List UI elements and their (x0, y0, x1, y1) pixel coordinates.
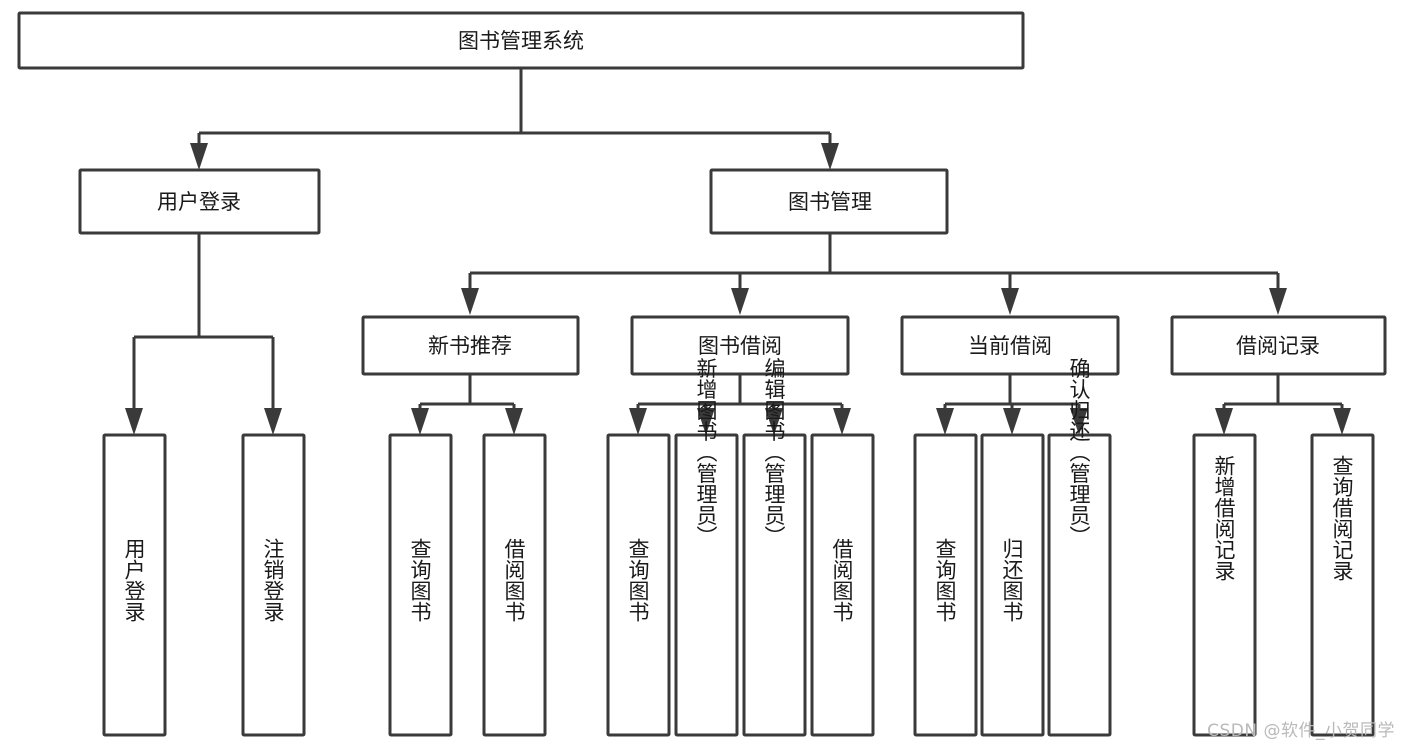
arrow-head-recommend-leaf-1 (411, 408, 429, 435)
leaf-current-confirm-return[interactable]: 确认归还（管理员） (1047, 358, 1112, 737)
node-borrow-records[interactable]: 借阅记录 (1170, 315, 1387, 376)
node-book-borrow-label: 图书借阅 (698, 334, 782, 358)
leaf-records-query-record[interactable]: 查询借阅记录 (1310, 433, 1375, 737)
leaf-records-add-record-label: 新增借阅记录 (1212, 455, 1236, 581)
arrow-head-records-leaf-2 (1333, 408, 1351, 435)
arrow-head-borrow-leaf-2 (697, 408, 715, 435)
leaf-current-query-book[interactable]: 查询图书 (913, 433, 978, 737)
node-book-management[interactable]: 图书管理 (709, 168, 949, 235)
leaf-borrow-edit-book[interactable]: 编辑图书（管理员） (742, 358, 807, 737)
leaf-recommend-borrow-book[interactable]: 借阅图书 (482, 433, 547, 737)
node-user-login[interactable]: 用户登录 (78, 168, 321, 235)
leaf-current-query-book-label: 查询图书 (933, 538, 957, 622)
arrow-head-leaf-logout (264, 408, 282, 435)
node-new-book-recommend-label: 新书推荐 (428, 334, 512, 358)
leaf-records-add-record[interactable]: 新增借阅记录 (1192, 433, 1257, 737)
arrow-head-user-login (190, 143, 208, 170)
node-root-book-management-system[interactable]: 图书管理系统 (17, 11, 1025, 70)
leaf-recommend-borrow-book-label: 借阅图书 (502, 538, 526, 622)
arrow-head-borrow-leaf-3 (765, 408, 783, 435)
arrow-head-current-borrow (1001, 288, 1019, 315)
csdn-watermark: CSDN @软件_小贺同学 (1207, 721, 1395, 741)
leaf-current-confirm-return-label: 确认归还（管理员） (1067, 358, 1091, 547)
leaf-borrow-query-book[interactable]: 查询图书 (606, 433, 671, 737)
node-book-management-label: 图书管理 (788, 190, 872, 214)
leaf-borrow-add-book[interactable]: 新增图书（管理员） (674, 358, 739, 737)
leaf-user-login-login-label: 用户登录 (122, 538, 146, 622)
leaf-user-login-logout[interactable]: 注销登录 (241, 433, 306, 737)
node-borrow-records-label: 借阅记录 (1236, 334, 1320, 358)
node-root-label: 图书管理系统 (458, 29, 584, 53)
leaf-recommend-query-book-label: 查询图书 (408, 538, 432, 622)
arrow-head-current-leaf-3 (1070, 408, 1088, 435)
arrow-head-records-leaf-1 (1215, 408, 1233, 435)
node-user-login-label: 用户登录 (157, 190, 241, 214)
arrow-head-book-manage (821, 143, 839, 170)
arrow-head-current-leaf-2 (1003, 408, 1021, 435)
leaf-current-return-book[interactable]: 归还图书 (980, 433, 1045, 737)
node-current-borrow[interactable]: 当前借阅 (900, 315, 1120, 376)
leaf-current-return-book-label: 归还图书 (1000, 538, 1024, 622)
leaf-borrow-query-book-label: 查询图书 (626, 538, 650, 622)
leaf-recommend-query-book[interactable]: 查询图书 (388, 433, 453, 737)
leaf-user-login-login[interactable]: 用户登录 (102, 433, 167, 737)
leaf-borrow-add-book-label: 新增图书（管理员） (694, 358, 718, 547)
arrow-head-current-leaf-1 (936, 408, 954, 435)
leaf-user-login-logout-label: 注销登录 (261, 538, 285, 622)
connector-layer (125, 68, 1351, 435)
leaf-borrow-borrow-book[interactable]: 借阅图书 (810, 433, 875, 737)
arrow-head-recommend-leaf-2 (505, 408, 523, 435)
arrow-head-borrow-leaf-4 (833, 408, 851, 435)
arrow-head-new-book-recommend (461, 288, 479, 315)
arrow-head-leaf-user-login (125, 408, 143, 435)
node-book-borrow[interactable]: 图书借阅 (630, 315, 850, 376)
arrow-head-borrow-records (1269, 288, 1287, 315)
node-current-borrow-label: 当前借阅 (968, 334, 1052, 358)
arrow-head-borrow-leaf-1 (629, 408, 647, 435)
leaf-records-query-record-label: 查询借阅记录 (1330, 455, 1354, 581)
node-new-book-recommend[interactable]: 新书推荐 (361, 315, 580, 376)
arrow-head-book-borrow (731, 288, 749, 315)
leaf-borrow-edit-book-label: 编辑图书（管理员） (762, 358, 786, 547)
leaf-borrow-borrow-book-label: 借阅图书 (830, 538, 854, 622)
